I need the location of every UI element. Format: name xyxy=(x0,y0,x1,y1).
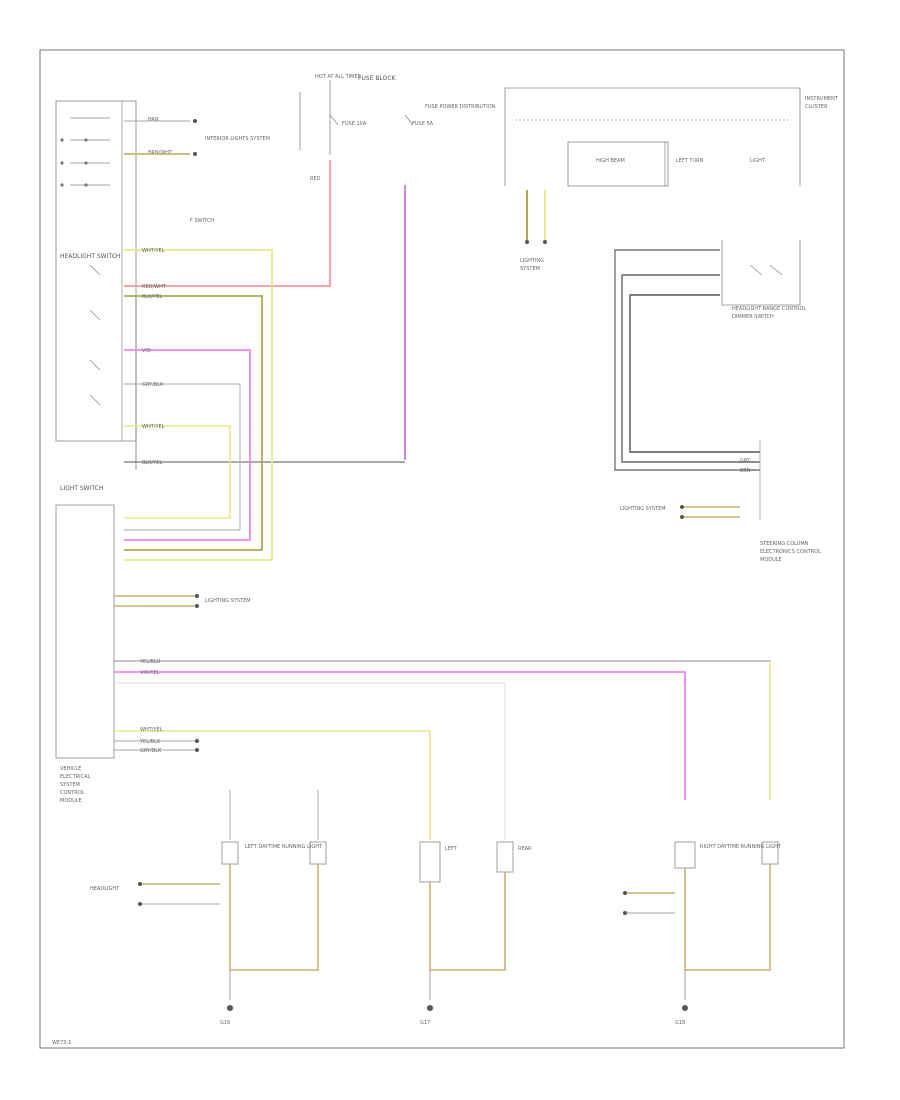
svg-text:STEERING COLUMN: STEERING COLUMN xyxy=(760,541,809,547)
svg-text:SYSTEM: SYSTEM xyxy=(60,782,80,788)
svg-text:LIGHT: LIGHT xyxy=(750,158,766,164)
upper-wiring xyxy=(124,160,406,561)
svg-text:DIMMER SWITCH: DIMMER SWITCH xyxy=(732,314,774,320)
svg-text:LIGHTING: LIGHTING xyxy=(520,258,544,264)
svg-text:VEHICLE: VEHICLE xyxy=(60,766,81,772)
right-lamp-assembly: RIGHT DAYTIME RUNNING LIGHT G18 xyxy=(623,841,782,1026)
svg-text:LEFT TURN: LEFT TURN xyxy=(676,158,704,164)
svg-text:WHT/YEL: WHT/YEL xyxy=(140,727,163,733)
svg-text:SYSTEM: SYSTEM xyxy=(520,266,540,272)
svg-text:GRY/BLK: GRY/BLK xyxy=(140,748,162,754)
svg-text:HEADLIGHT RANGE CONTROL: HEADLIGHT RANGE CONTROL xyxy=(732,306,806,312)
svg-text:INTERIOR LIGHTS SYSTEM: INTERIOR LIGHTS SYSTEM xyxy=(205,136,270,142)
svg-text:VIO/YEL: VIO/YEL xyxy=(140,670,160,676)
svg-text:LIGHTING SYSTEM: LIGHTING SYSTEM xyxy=(205,598,251,604)
svg-text:BRN: BRN xyxy=(740,468,751,474)
svg-text:MODULE: MODULE xyxy=(60,798,82,804)
light-switch-module: LIGHT SWITCH VEHICLE ELECTRICAL SYSTEM C… xyxy=(55,485,115,804)
headlight-switch-block: HEADLIGHT SWITCH BRN BRN/WHT F SWITCH xyxy=(55,100,214,470)
svg-text:FUSE POWER DISTRIBUTION: FUSE POWER DISTRIBUTION xyxy=(425,104,496,110)
svg-text:G18: G18 xyxy=(675,1020,685,1026)
svg-text:GRY: GRY xyxy=(740,458,751,464)
svg-text:CLUSTER: CLUSTER xyxy=(805,104,828,110)
svg-text:BLK/YEL: BLK/YEL xyxy=(142,294,162,300)
svg-text:CONTROL: CONTROL xyxy=(60,790,85,796)
svg-text:WHT/YEL: WHT/YEL xyxy=(142,248,165,254)
diagram-code: WE73-1 xyxy=(52,1040,71,1046)
right-module: HEADLIGHT RANGE CONTROL DIMMER SWITCH xyxy=(721,240,806,320)
svg-text:HOT AT ALL TIMES: HOT AT ALL TIMES xyxy=(315,74,361,80)
svg-text:HEADLIGHT: HEADLIGHT xyxy=(90,886,120,892)
svg-text:REAR: REAR xyxy=(518,846,532,852)
left-lamp-assembly: LEFT DAYTIME RUNNING LIGHT G16 HEADLIGHT xyxy=(90,790,327,1026)
svg-text:RIGHT DAYTIME RUNNING LIGHT: RIGHT DAYTIME RUNNING LIGHT xyxy=(700,844,782,850)
svg-text:GRY/BLK: GRY/BLK xyxy=(142,382,164,388)
headlight-switch-label: HEADLIGHT SWITCH xyxy=(60,253,120,260)
right-module-wires xyxy=(614,249,760,471)
fuse-block-label: FUSE BLOCK xyxy=(358,75,397,82)
svg-text:WHT/YEL: WHT/YEL xyxy=(142,424,165,430)
svg-text:INSTRUMENT: INSTRUMENT xyxy=(805,96,839,102)
svg-text:RED: RED xyxy=(310,176,321,182)
svg-text:FUSE 10A: FUSE 10A xyxy=(342,121,367,127)
svg-text:G16: G16 xyxy=(220,1020,230,1026)
svg-text:HIGH BEAM: HIGH BEAM xyxy=(596,158,625,164)
fuse-block: HOT AT ALL TIMES FUSE BLOCK FUSE 10A FUS… xyxy=(299,74,496,155)
svg-text:VIO: VIO xyxy=(142,348,151,354)
svg-text:LEFT DAYTIME RUNNING LIGHT: LEFT DAYTIME RUNNING LIGHT xyxy=(245,844,323,850)
svg-text:RED/WHT: RED/WHT xyxy=(142,284,167,290)
svg-text:ELECTRICAL: ELECTRICAL xyxy=(60,774,91,780)
svg-text:FUSE 5A: FUSE 5A xyxy=(412,121,434,127)
center-lamp-assembly: LEFT REAR G17 xyxy=(419,841,532,1026)
lower-long-wires xyxy=(114,660,771,840)
svg-text:LIGHTING SYSTEM: LIGHTING SYSTEM xyxy=(620,506,666,512)
svg-text:BRN: BRN xyxy=(148,117,159,123)
svg-text:G17: G17 xyxy=(420,1020,430,1026)
connector-dots-top xyxy=(193,119,197,156)
svg-text:MODULE: MODULE xyxy=(760,557,782,563)
svg-text:LEFT: LEFT xyxy=(445,846,458,852)
left-connectors: LIGHTING SYSTEM xyxy=(114,594,251,608)
svg-text:BLK/YEL: BLK/YEL xyxy=(142,460,162,466)
svg-text:BRN/WHT: BRN/WHT xyxy=(148,150,173,156)
light-switch-label: LIGHT SWITCH xyxy=(60,485,103,492)
svg-text:YEL/BLK: YEL/BLK xyxy=(139,739,161,745)
diagram-frame xyxy=(39,49,845,1049)
svg-text:ELECTRONICS CONTROL: ELECTRONICS CONTROL xyxy=(760,549,821,555)
svg-text:YEL/BLU: YEL/BLU xyxy=(139,659,161,665)
right-connectors: LIGHTING SYSTEM STEERING COLUMN ELECTRON… xyxy=(620,505,821,563)
svg-text:F SWITCH: F SWITCH xyxy=(190,218,214,224)
top-right-module: INSTRUMENT CLUSTER HIGH BEAM LEFT TURN L… xyxy=(504,87,839,187)
